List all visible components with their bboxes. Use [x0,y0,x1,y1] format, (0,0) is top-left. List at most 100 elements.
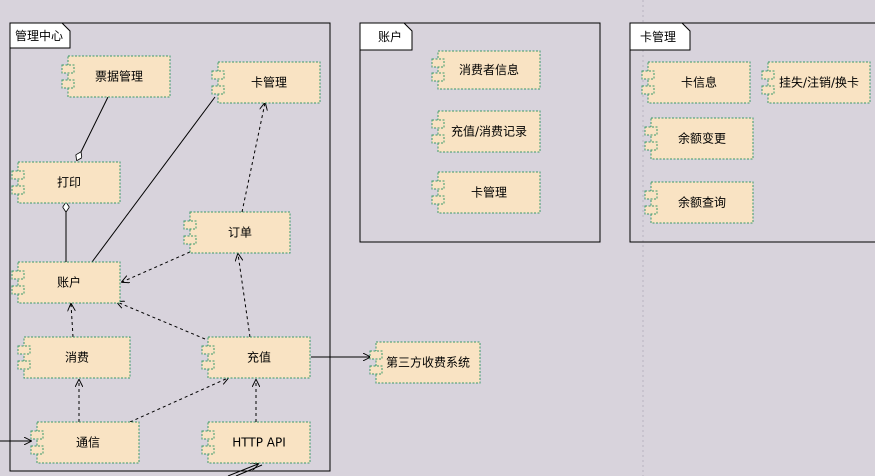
component-body [17,261,121,304]
component-port-icon [641,70,655,80]
component-port-icon [431,195,445,205]
edge-consume-account [71,304,73,338]
component-consume[interactable]: 消费 [17,336,131,379]
component-port-icon [30,445,44,455]
component-label: 账户 [57,275,81,290]
component-label: 通信 [76,436,100,450]
component-label: 余额变更 [678,131,726,146]
component-port-icon [11,185,25,195]
component-balchange[interactable]: 余额变更 [644,117,754,160]
component-body [36,421,140,464]
component-port-icon [431,134,445,144]
component-port-icon [30,430,44,440]
component-port-icon [211,85,225,95]
component-port-icon [431,119,445,129]
component-port-icon [11,170,25,180]
component-body [217,61,321,104]
component-label: 卡管理 [251,75,287,90]
component-port-icon [644,205,658,215]
component-port-icon [761,70,775,80]
component-port-icon [641,85,655,95]
component-port-icon [211,70,225,80]
component-label: 充值 [247,350,271,365]
component-order[interactable]: 订单 [183,211,291,254]
component-label: 卡信息 [681,75,717,90]
component-port-icon [183,220,197,230]
edge-account-cardmgmt [91,96,216,263]
component-acct[interactable]: 账户 [11,261,121,304]
component-cardinfo[interactable]: 卡信息 [641,61,751,104]
package-account[interactable]: 账户 [359,22,601,243]
package-mgmt[interactable]: 管理中心 [9,22,331,472]
component-port-icon [431,72,445,82]
edge-ticket-print [77,96,109,160]
component-balquery[interactable]: 余额查询 [644,181,754,224]
component-port-icon [61,79,75,89]
component-port-icon [201,360,215,370]
edge-comm-recharge [129,378,228,423]
component-body [189,211,291,254]
component-port-icon [369,350,383,360]
component-port-icon [11,270,25,280]
component-print[interactable]: 打印 [11,161,121,204]
component-port-icon [644,126,658,136]
edge-recharge-account [117,302,206,340]
component-label: 挂失/注销/换卡 [779,75,859,90]
component-body [437,50,541,90]
package-card[interactable]: 卡管理 [629,22,875,243]
component-body [23,336,131,379]
component-records[interactable]: 充值/消费记录 [431,110,541,153]
component-body [650,117,754,160]
component-port-icon [431,180,445,190]
component-port-icon [17,345,31,355]
component-label: 消费 [65,351,89,365]
component-body [650,181,754,224]
component-body [437,110,541,153]
component-label: HTTP API [232,436,286,450]
package-card-label: 卡管理 [640,29,676,44]
component-body [767,61,871,104]
edge-external-httpapi-1 [227,464,258,476]
component-body [207,421,311,464]
component-cardmgmt[interactable]: 卡管理 [211,61,321,104]
component-port-icon [183,235,197,245]
component-label: 第三方收费系统 [386,355,470,370]
component-comm[interactable]: 通信 [30,421,140,464]
component-port-icon [201,430,215,440]
component-recharge[interactable]: 充值 [201,336,311,379]
component-body [647,61,751,104]
component-body [437,171,541,214]
component-label: 余额查询 [678,195,726,210]
component-body [375,341,481,384]
component-body [67,55,171,98]
edge-order-cardmgmt [241,103,265,213]
component-port-icon [201,345,215,355]
edge-external-httpapi-2 [235,464,263,476]
component-loss[interactable]: 挂失/注销/换卡 [761,61,871,104]
component-body [207,336,311,379]
component-label: 消费者信息 [459,62,519,77]
component-httpapi[interactable]: HTTP API [201,421,311,464]
component-label: 票据管理 [95,69,143,84]
component-port-icon [644,190,658,200]
component-label: 卡管理 [471,185,507,200]
component-body [17,161,121,204]
edge-order-account [122,251,191,282]
component-port-icon [431,58,445,68]
component-acctcard[interactable]: 卡管理 [431,171,541,214]
component-label: 打印 [57,176,81,190]
component-port-icon [369,365,383,375]
component-thirdparty[interactable]: 第三方收费系统 [369,341,481,384]
component-ticket[interactable]: 票据管理 [61,55,171,98]
component-label: 订单 [228,226,252,240]
component-port-icon [644,141,658,151]
component-port-icon [11,285,25,295]
component-port-icon [61,64,75,74]
component-consumerinfo[interactable]: 消费者信息 [431,50,541,90]
package-mgmt-label: 管理中心 [15,28,63,43]
component-label: 充值/消费记录 [451,124,527,139]
edge-recharge-order [238,254,251,338]
component-port-icon [761,85,775,95]
component-port-icon [201,445,215,455]
